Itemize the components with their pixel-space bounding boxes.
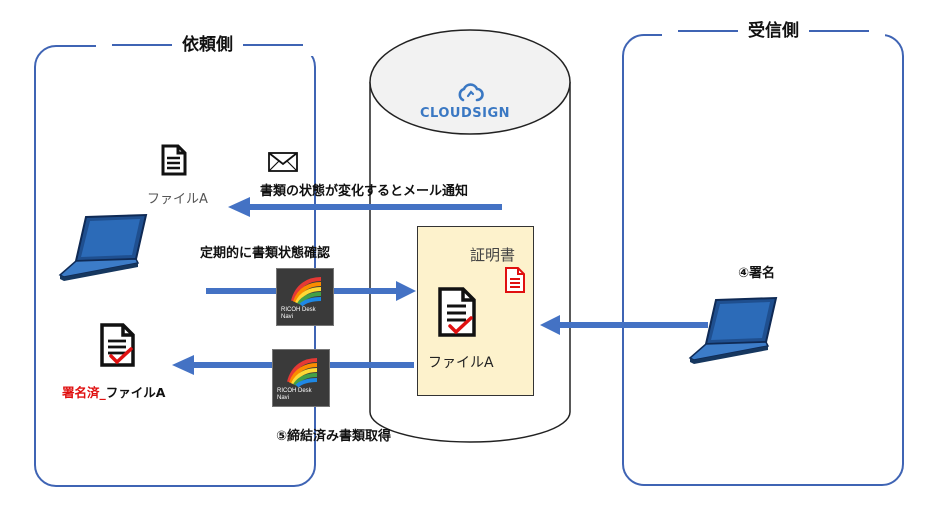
step4-sign-label: ④署名 [738,266,776,281]
file-a-signed-doc-icon [438,287,476,337]
certificate-label: 証明書 [470,246,516,264]
certificate-doc-icon [505,267,525,293]
signed-file-doc-icon [100,323,135,367]
file-a-doc-icon [161,144,187,176]
signed-prefix: 署名済_ [62,385,106,400]
file-a-label: ファイルA [147,192,208,207]
ricoh-desk-navi-logo-lower: RICOH Desk Navi [272,349,330,407]
requester-laptop-icon [58,213,148,281]
ricoh-desk-navi-logo-upper: RICOH Desk Navi [276,268,334,326]
receiver-laptop-icon [688,296,778,364]
ricoh-logo-text: RICOH Desk Navi [281,307,316,320]
signed-file-name: ファイルA [105,385,166,400]
receiver-title: 受信側 [662,20,885,42]
mail-envelope-icon [268,152,298,172]
requester-title: 依頼側 [96,34,319,56]
signed-file-label: 署名済_ファイルA [62,382,165,401]
step5-retrieve-label: ⑤締結済み書類取得 [276,429,392,444]
cloudsign-brand: CLOUDSIGN [420,106,511,121]
mail-notice-label: 書類の状態が変化するとメール通知 [260,184,469,199]
certificate-file-label: ファイルA [428,355,494,371]
ricoh-logo-text: RICOH Desk Navi [277,388,312,401]
cloudsign-logo-icon [458,83,484,102]
periodic-check-label: 定期的に書類状態確認 [200,246,331,261]
